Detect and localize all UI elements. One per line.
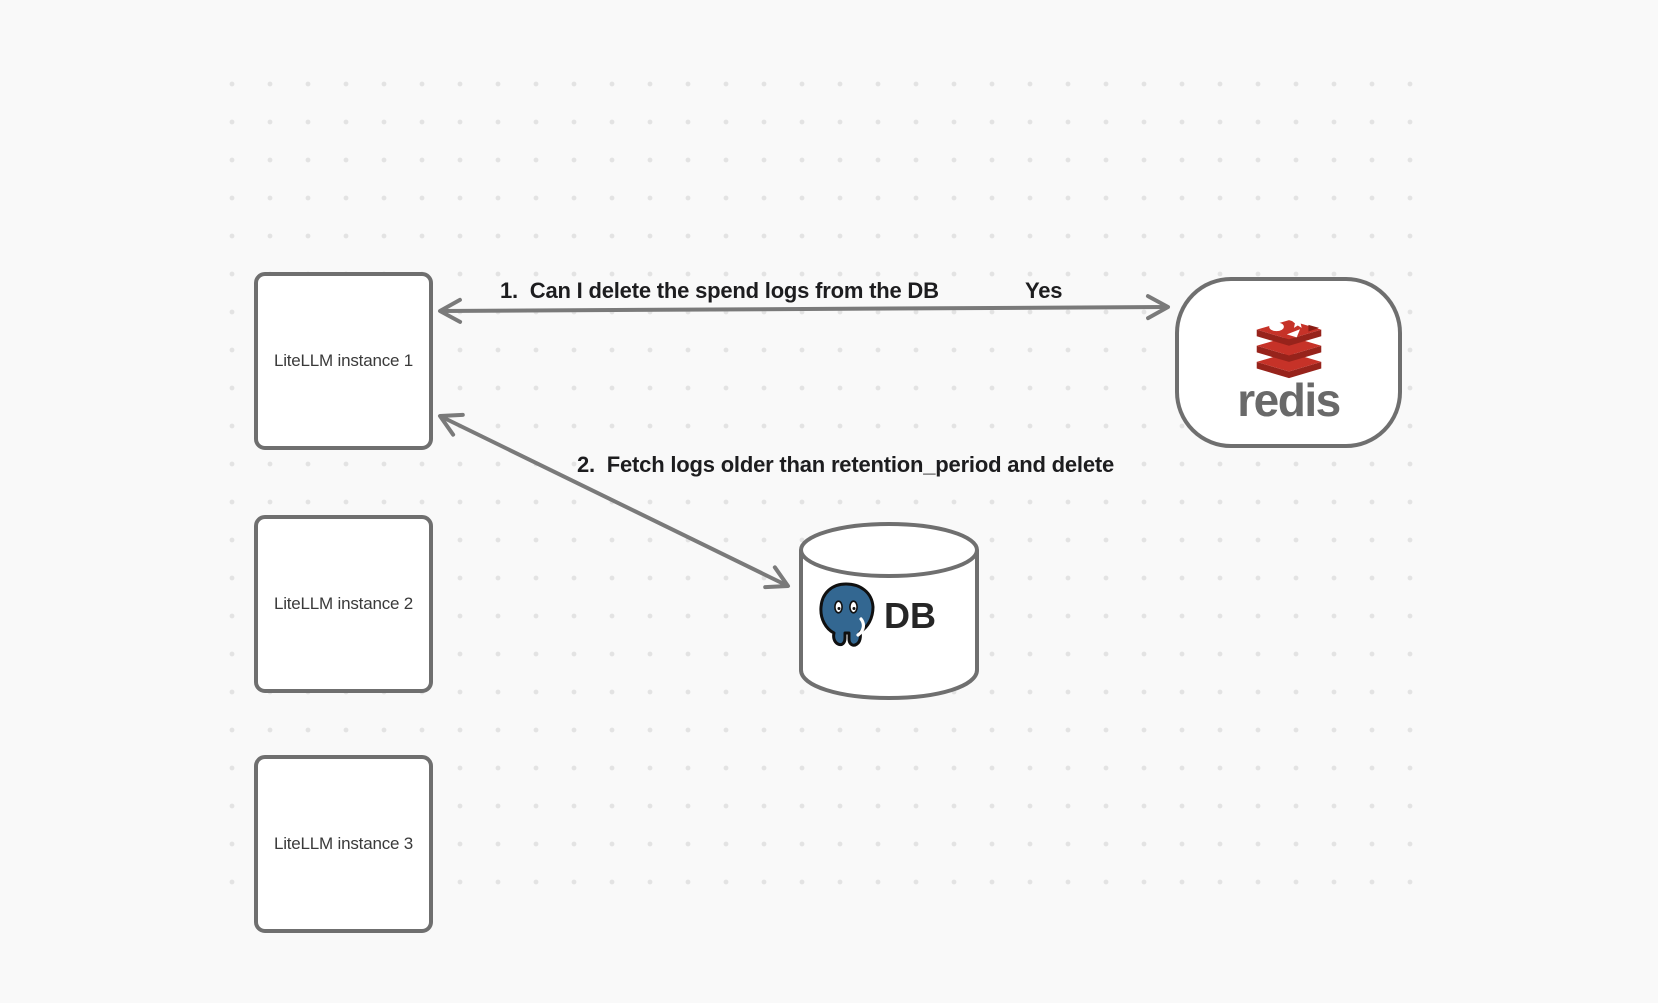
node-label: LiteLLM instance 3 (273, 834, 414, 853)
edge1-label: 1. Can I delete the spend logs from the … (500, 278, 939, 303)
postgresql-elephant-icon (819, 582, 875, 647)
edge-redis-to-litellm (438, 294, 1170, 324)
node-label: LiteLLM instance 1 (273, 351, 414, 370)
database-label: DB (884, 595, 936, 636)
node-label: LiteLLM instance 2 (273, 594, 414, 613)
node-litellm-instance-2: LiteLLM instance 2 (254, 515, 433, 693)
redis-wordmark: redis (1237, 374, 1341, 426)
redis-logo-icon (1256, 315, 1321, 379)
node-redis: redis (1175, 277, 1402, 448)
edge1-response-yes: Yes (1025, 278, 1063, 303)
edge2-label: 2. Fetch logs older than retention_perio… (577, 452, 1115, 477)
edge-litellm-to-db (438, 412, 790, 590)
node-litellm-instance-1: LiteLLM instance 1 (254, 272, 433, 450)
node-litellm-instance-3: LiteLLM instance 3 (254, 755, 433, 933)
